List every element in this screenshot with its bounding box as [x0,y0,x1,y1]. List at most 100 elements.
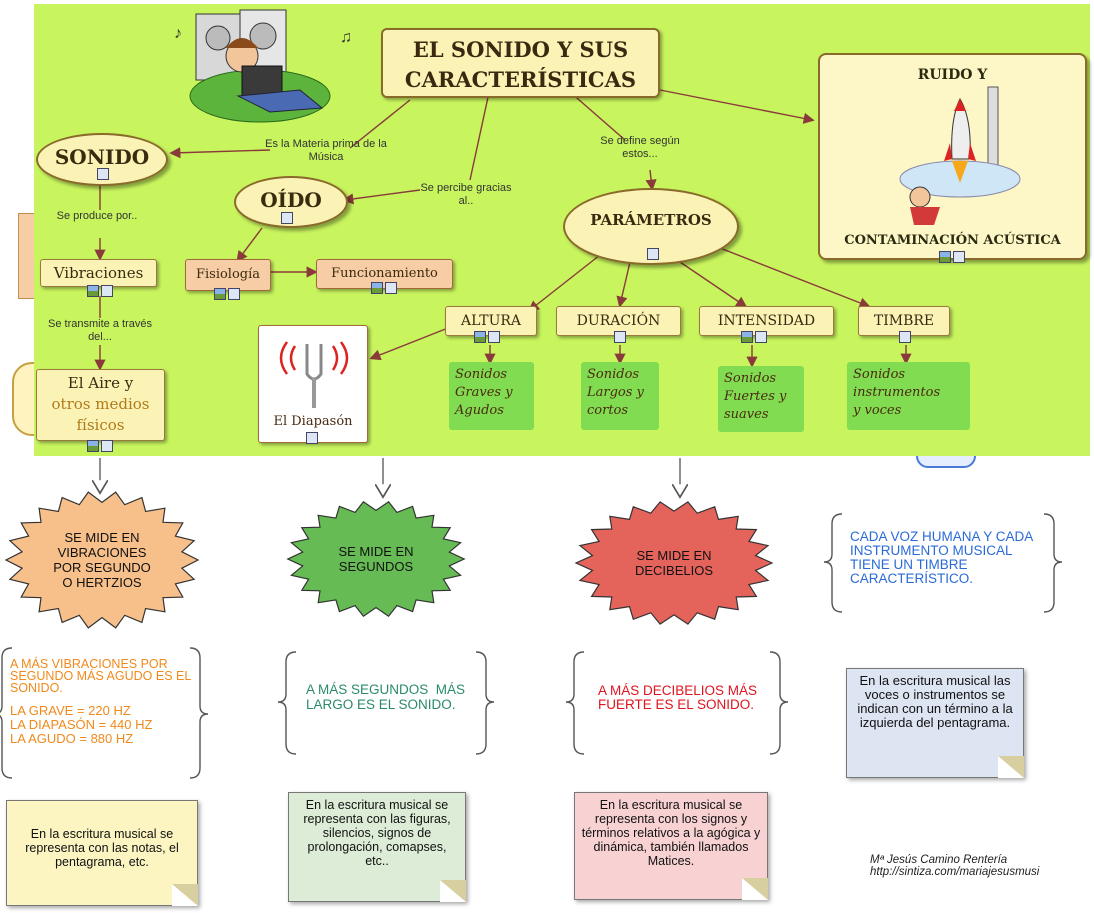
starburst-shape [574,501,774,625]
intensidad-note: Sonidos Fuertes y suaves [718,366,804,432]
param-timbre: TIMBRE [858,306,950,336]
rocket-icon [899,86,1021,225]
parametros-icons [646,248,660,260]
credit: Mª Jesús Camino Rentería http://sintiza.… [870,854,1092,878]
image-icon[interactable] [214,288,226,300]
intensidad-icons [740,331,768,343]
diapason-node: El Diapasón [258,325,368,443]
contaminacion-title: CONTAMINACIÓN ACÚSTICA [844,233,1061,248]
sonido-node: SONIDO [36,133,168,186]
map-title-line2: CARACTERÍSTICAS [404,67,637,92]
duracion-note-line: cortos [587,403,629,418]
timbre-icons [898,331,912,343]
diapason-icons [305,432,319,444]
map-title-line1: EL SONIDO Y SUS [412,37,629,62]
note-altura-text: En la escritura musical se representa co… [25,827,179,869]
oido-node: OÍDO [234,176,348,228]
sonido-icons [96,168,110,180]
page-fold [172,884,198,906]
image-icon[interactable] [939,251,951,263]
concept-map-icon[interactable] [101,440,113,452]
tuning-fork-icon [279,341,349,408]
vibraciones-icons [86,285,114,297]
concept-map-icon[interactable] [101,285,113,297]
link-materia: Es la Materia prima de la Música [265,138,387,163]
duracion-icons [613,331,627,343]
intensidad-brace-text: A MÁS DECIBELIOS MÁS FUERTE ES EL SONIDO… [598,683,758,712]
altura-value: LA GRAVE = 220 HZ [10,703,131,718]
concept-map-icon[interactable] [488,331,500,343]
altura-icons [473,331,501,343]
page-fold [998,756,1024,778]
concept-map-icon[interactable] [281,212,293,224]
concept-map-icon[interactable] [228,288,240,300]
note-duracion: En la escritura musical se representa co… [288,792,466,902]
concept-map-icon[interactable] [97,168,109,180]
ruido-title: RUIDO Y [917,67,988,83]
concept-map-icon[interactable] [306,432,318,444]
credit-url[interactable]: http://sintiza.com/mariajesusmusi [870,866,1040,878]
altura-value: LA DIAPASÓN = 440 HZ [10,717,153,732]
timbre-description: CADA VOZ HUMANA Y CADA INSTRUMENTO MUSIC… [850,529,1033,586]
svg-text:♫: ♫ [340,29,352,46]
altura-value: LA AGUDO = 880 HZ [10,731,134,746]
svg-text:♪: ♪ [174,25,182,42]
duracion-note-line: Largos y [587,385,644,400]
note-altura: En la escritura musical se representa co… [6,800,198,906]
altura-rule: A MÁS VIBRACIONES POR SEGUNDO MÁS AGUDO … [10,657,191,695]
diapason-label: El Diapasón [273,414,353,429]
note-intensidad: En la escritura musical se representa co… [574,792,768,900]
page-fold [440,880,466,902]
note-intensidad-text: En la escritura musical se representa co… [581,798,761,868]
measure-intensidad: SE MIDE EN DECIBELIOS [574,500,774,626]
note-timbre-text: En la escritura musical las voces o inst… [857,673,1013,730]
starburst-shape [286,500,466,618]
link-transmite: Se transmite a través del... [48,318,152,343]
concept-map-icon[interactable] [385,282,397,294]
altura-note: Sonidos Graves y Agudos [449,362,534,430]
measure-duracion: SE MIDE EN SEGUNDOS [286,500,466,618]
altura-note-line: Sonidos [455,367,508,382]
concept-map-icon[interactable] [614,331,626,343]
credit-author: Mª Jesús Camino Rentería [870,854,1008,866]
parametros-node: PARÁMETROS [563,188,739,265]
concept-map-icon[interactable] [953,251,965,263]
image-icon[interactable] [474,331,486,343]
oido-icons [280,212,294,224]
timbre-note-line: instrumentos [853,385,941,400]
altura-note-line: Graves y [455,385,513,400]
aire-icons [86,440,114,452]
starburst-shape [4,491,200,629]
funcionamiento-node: Funcionamiento [316,259,453,289]
intensidad-note-line: Sonidos [724,371,777,386]
aire-node: El Aire y otros medios físicos [36,369,165,441]
measure-altura-text: SE MIDE EN VIBRACIONES POR SEGUNDO O HER… [53,530,151,590]
image-icon[interactable] [87,285,99,297]
image-icon[interactable] [87,440,99,452]
intensidad-note-line: suaves [724,407,769,422]
note-duracion-text: En la escritura musical se representa co… [303,798,451,868]
aire-line2: otros medios [51,395,150,413]
parametros-label: PARÁMETROS [590,210,712,229]
concept-map-icon[interactable] [647,248,659,260]
concept-map-icon[interactable] [899,331,911,343]
timbre-note-line: y voces [853,403,902,418]
altura-note-line: Agudos [455,403,504,418]
concept-map-icon[interactable] [755,331,767,343]
ruido-box: RUIDO Y CONTAMINACIÓN ACÚSTICA [818,53,1087,263]
image-icon[interactable] [371,282,383,294]
duracion-note: Sonidos Largos y cortos [581,362,659,430]
fisiologia-icons [213,288,241,300]
link-produce: Se produce por.. [56,210,138,222]
duracion-note-line: Sonidos [587,367,640,382]
measure-intensidad-text: SE MIDE EN DECIBELIOS [634,548,714,578]
image-icon[interactable] [741,331,753,343]
altura-brace-text: A MÁS VIBRACIONES POR SEGUNDO MÁS AGUDO … [10,658,192,746]
map-title: EL SONIDO Y SUS CARACTERÍSTICAS [381,28,660,98]
timbre-note: Sonidos instrumentos y voces [847,362,970,430]
timbre-note-line: Sonidos [853,367,906,382]
param-duracion: DURACIÓN [556,306,681,336]
aire-line3: físicos [76,416,125,434]
link-percibe: Se percibe gracias al.. [420,182,512,207]
